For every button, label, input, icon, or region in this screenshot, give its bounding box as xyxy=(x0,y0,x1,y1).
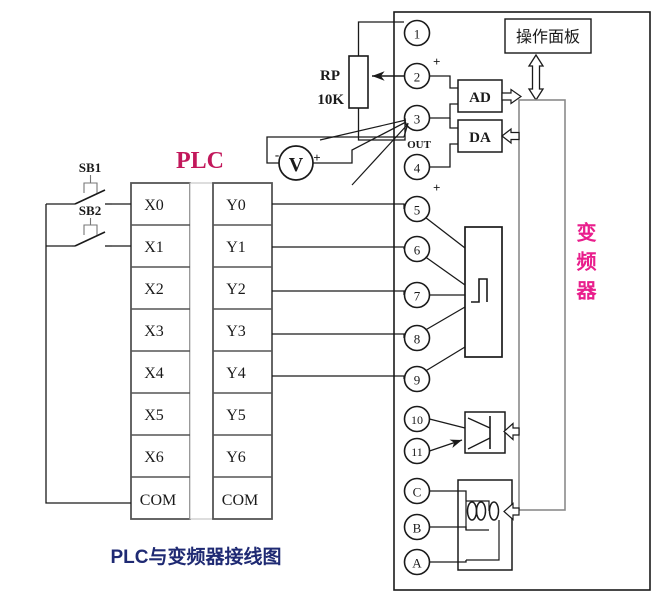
plc-input-x0: X0 xyxy=(144,197,164,214)
terminal-5-label: 5 xyxy=(414,203,421,218)
terminal-3-label: 3 xyxy=(414,112,421,127)
terminal-8-label: 8 xyxy=(414,332,421,347)
terminal-5[interactable]: 5 xyxy=(403,195,431,223)
inverter-internal-bus xyxy=(518,99,566,511)
plc-output-y0: Y0 xyxy=(226,197,246,214)
potentiometer-label: RP xyxy=(320,68,340,84)
terminal-c[interactable]: C xyxy=(403,477,431,505)
terminal-4[interactable]: 4 xyxy=(403,153,431,181)
bus-to-transistor-arrow xyxy=(503,422,520,441)
input-wiring xyxy=(45,203,131,504)
terminal-2-polarity-plus: + xyxy=(433,54,440,69)
diagram-title: PLC与变频器接线图 xyxy=(110,545,281,568)
operation-panel[interactable]: 操作面板 xyxy=(504,18,592,54)
terminal-7-label: 7 xyxy=(414,289,421,304)
plc-output-y6: Y6 xyxy=(226,449,246,466)
bus-to-relay-arrow xyxy=(503,502,520,521)
terminal-c-label: C xyxy=(413,485,422,500)
switch-sb2-label: SB2 xyxy=(79,203,101,218)
plc-label: PLC xyxy=(176,148,224,174)
terminal-a-label: A xyxy=(412,556,422,571)
plc-module xyxy=(130,182,273,520)
terminal-3-fan-wires xyxy=(319,119,409,186)
plc-input-x1: X1 xyxy=(144,239,164,256)
voltmeter-minus-sign: - xyxy=(275,147,279,162)
terminal-6-label: 6 xyxy=(414,243,421,258)
operation-panel-label: 操作面板 xyxy=(516,28,580,46)
terminal-7[interactable]: 7 xyxy=(403,281,431,309)
plc-input-x2: X2 xyxy=(144,281,164,298)
terminal-11[interactable]: 11 xyxy=(403,437,431,465)
plc-output-rows: Y0 Y1 Y2 Y3 Y4 Y5 Y6 COM xyxy=(213,197,272,509)
terminal-out-marker: OUT xyxy=(407,139,432,151)
plc-input-x4: X4 xyxy=(144,365,164,382)
plc-output-com: COM xyxy=(222,492,258,509)
switch-sb2[interactable]: SB2 xyxy=(72,203,112,247)
voltmeter-symbol: V xyxy=(289,154,304,176)
terminal-4-label: 4 xyxy=(414,161,421,176)
terminal-10[interactable]: 10 xyxy=(403,405,431,433)
plc-input-x5: X5 xyxy=(144,407,164,424)
potentiometer-rp[interactable] xyxy=(348,21,406,141)
terminal-internal-wires xyxy=(425,75,467,563)
ad-to-bus-arrow xyxy=(501,88,523,105)
plc-input-rows: X0 X1 X2 X3 X4 X5 X6 COM xyxy=(131,197,190,509)
plc-input-com: COM xyxy=(140,492,176,509)
terminal-3[interactable]: 3 xyxy=(403,104,431,132)
plc-output-y2: Y2 xyxy=(226,281,246,298)
plc-output-y3: Y3 xyxy=(226,323,246,340)
terminal-1-label: 1 xyxy=(414,27,421,42)
switch-sb1-label: SB1 xyxy=(79,160,101,175)
plc-input-x3: X3 xyxy=(144,323,164,340)
terminal-2[interactable]: 2 xyxy=(403,62,431,90)
terminal-11-label: 11 xyxy=(411,445,423,459)
terminal-1[interactable]: 1 xyxy=(403,19,431,47)
inverter-label-text: 变频器 xyxy=(573,221,597,309)
inverter-label: 变频器 xyxy=(573,221,597,309)
terminal-b-label: B xyxy=(413,521,422,536)
terminal-9-label: 9 xyxy=(414,373,421,388)
inverter-enclosure xyxy=(393,11,651,591)
terminal-2-label: 2 xyxy=(414,70,421,85)
plc-output-y5: Y5 xyxy=(226,407,246,424)
plc-output-y4: Y4 xyxy=(226,365,246,382)
switch-sb1[interactable]: SB1 xyxy=(46,160,112,205)
voltmeter: V - + xyxy=(266,121,409,181)
terminal-b[interactable]: B xyxy=(403,513,431,541)
digital-input-block xyxy=(464,226,503,358)
terminal-10-label: 10 xyxy=(411,413,423,427)
bus-to-da-arrow xyxy=(501,127,520,145)
terminal-a[interactable]: A xyxy=(403,548,431,576)
voltmeter-plus-sign: + xyxy=(313,150,320,165)
plc-input-x6: X6 xyxy=(144,449,164,466)
da-label: DA xyxy=(469,130,491,146)
output-wiring xyxy=(272,203,405,379)
terminal-4-polarity-plus: + xyxy=(433,180,440,195)
ad-label: AD xyxy=(469,90,491,106)
plc-output-y1: Y1 xyxy=(226,239,246,256)
potentiometer-value: 10K xyxy=(317,92,344,108)
terminal-6[interactable]: 6 xyxy=(403,235,431,263)
